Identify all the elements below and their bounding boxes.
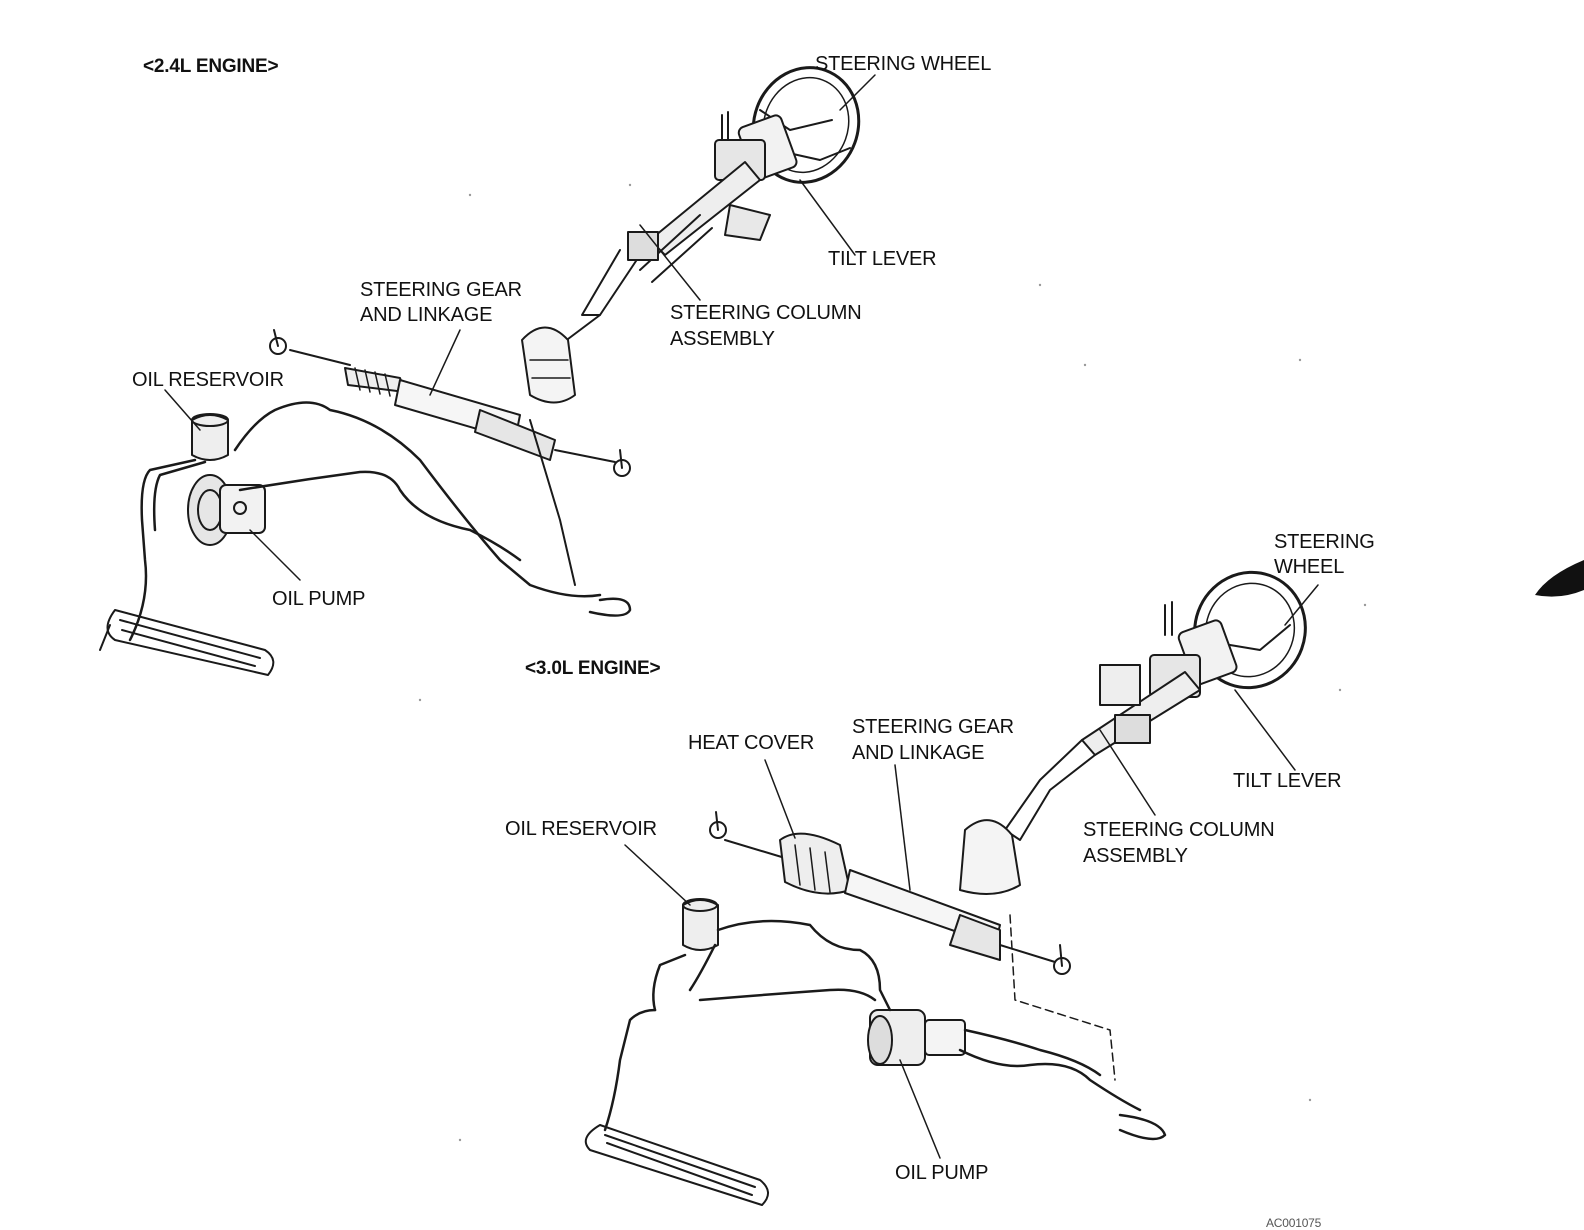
label-steering-gear-3-0-line2: AND LINKAGE [852,742,985,764]
oil-reservoir-2-4 [191,413,229,461]
label-oil-reservoir-2-4: OIL RESERVOIR [132,369,284,391]
hoses-3-0 [603,919,1167,1141]
steering-rack-3-0 [709,811,1116,1081]
figure-number: AC001075 [1266,1216,1322,1230]
label-oil-reservoir-3-0: OIL RESERVOIR [505,818,657,840]
heading-2-4-engine: <2.4L ENGINE> [143,56,279,77]
label-steering-column-2-4-line1: STEERING COLUMN [670,302,862,324]
steering-wheel-2-4 [714,66,861,184]
label-steering-gear-3-0-line1: STEERING GEAR [852,716,1014,738]
label-steering-gear-2-4-line1: STEERING GEAR [360,279,522,301]
label-steering-wheel-3-0-line2: WHEEL [1274,556,1345,578]
label-steering-column-3-0-line1: STEERING COLUMN [1083,819,1275,841]
steering-column-3-0 [1004,664,1201,841]
column-boot-3-0 [959,819,1021,895]
oil-pump-2-4 [187,474,266,546]
oil-reservoir-3-0 [682,898,719,951]
oil-cooler-2-4 [99,609,275,676]
label-tilt-lever-3-0: TILT LEVER [1233,770,1342,792]
label-steering-gear-2-4-line2: AND LINKAGE [360,304,493,326]
steering-column-2-4 [559,161,771,346]
label-steering-wheel-2-4: STEERING WHEEL [815,53,992,75]
label-heat-cover-3-0: HEAT COVER [688,732,815,754]
label-steering-column-2-4-line2: ASSEMBLY [670,328,775,350]
engine-3-0-assembly [584,570,1319,1206]
oil-cooler-3-0 [584,1124,769,1206]
scan-specks [418,183,1367,1142]
label-tilt-lever-2-4: TILT LEVER [828,248,937,270]
edge-mark [1535,560,1584,597]
steering-rack-2-4 [269,329,631,586]
label-oil-pump-3-0: OIL PUMP [895,1162,989,1184]
oil-pump-3-0 [867,1009,966,1066]
heading-3-0-engine: <3.0L ENGINE> [525,658,661,679]
label-oil-pump-2-4: OIL PUMP [272,588,366,610]
label-steering-wheel-3-0-line1: STEERING [1274,531,1375,553]
engine-2-4-assembly [99,66,876,676]
leaders-3-0 [624,584,1319,1159]
leaders-2-4 [164,74,876,581]
column-boot-2-4 [521,326,576,404]
label-steering-column-3-0-line2: ASSEMBLY [1083,845,1188,867]
